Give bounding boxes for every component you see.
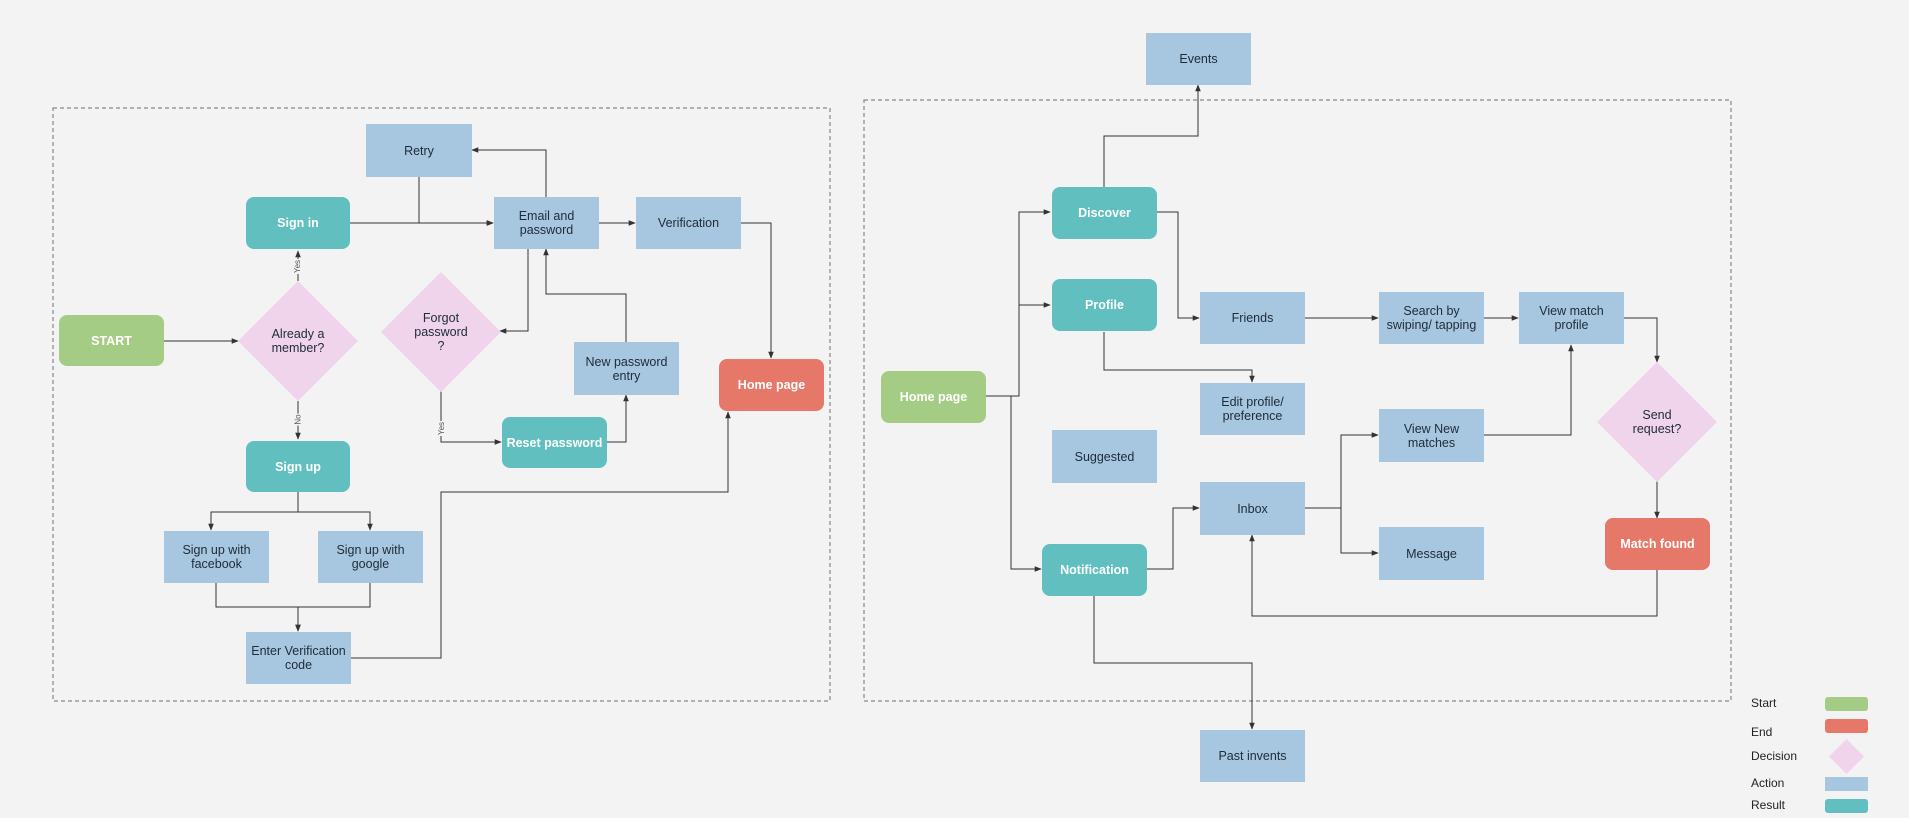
legend-decision-label: Decision <box>1751 749 1798 763</box>
legend-end-label: End <box>1751 725 1773 739</box>
edit-profile-node[interactable]: Edit profile/ preference <box>1200 383 1305 435</box>
login-flow-boundary <box>52 107 831 702</box>
new-password-entry-node[interactable]: New password entry <box>574 342 679 395</box>
legend-end-swatch <box>1825 719 1868 733</box>
notification-node[interactable]: Notification <box>1042 544 1147 596</box>
edge-matchfound-to-inbox <box>1249 534 1658 617</box>
edge-discover-to-events <box>1103 84 1201 188</box>
legend-action-swatch <box>1825 777 1868 791</box>
past-events-node[interactable]: Past invents <box>1200 730 1305 782</box>
inbox-node[interactable]: Inbox <box>1200 482 1305 535</box>
search-swiping-node[interactable]: Search by swiping/ tapping <box>1379 292 1484 344</box>
legend-action-label: Action <box>1751 776 1785 790</box>
decision-label: Forgot password ? <box>414 311 468 353</box>
profile-node[interactable]: Profile <box>1052 279 1157 331</box>
retry-node[interactable]: Retry <box>366 124 472 177</box>
edge-newpwd-to-email <box>543 248 627 342</box>
forgot-password-decision[interactable]: Forgot password ? <box>381 272 501 392</box>
discover-node[interactable]: Discover <box>1052 187 1157 239</box>
message-node[interactable]: Message <box>1379 527 1484 580</box>
edge-google-to-code <box>295 583 371 632</box>
decision-label: Already a member? <box>271 327 325 355</box>
edge-facebook-to-code <box>215 583 301 632</box>
edge-retry-to-email <box>418 177 494 226</box>
legend-start-label: Start <box>1751 696 1777 710</box>
send-request-decision[interactable]: Send request? <box>1597 362 1717 482</box>
edge-reset-to-newpwd <box>607 394 629 443</box>
start-node[interactable]: START <box>59 315 164 366</box>
legend-result-label: Result <box>1751 798 1786 812</box>
edge-home-to-discover <box>985 209 1051 397</box>
sign-up-node[interactable]: Sign up <box>246 441 350 492</box>
edge-label-yes-forgot: Yes <box>437 420 447 437</box>
edge-forgot-to-reset <box>440 381 502 445</box>
suggested-node[interactable]: Suggested <box>1052 430 1157 483</box>
already-member-decision[interactable]: Already a member? <box>238 281 358 401</box>
legend-start-swatch <box>1825 697 1868 711</box>
edge-signup-to-facebook <box>208 492 299 531</box>
reset-password-node[interactable]: Reset password <box>502 417 607 468</box>
edge-email-to-forgot <box>499 249 529 334</box>
edge-home-to-profile <box>985 302 1051 397</box>
edge-viewmatch-to-send <box>1623 317 1660 363</box>
edge-email-to-retry <box>471 147 547 197</box>
edge-inbox-to-newmatches <box>1304 432 1379 509</box>
enter-verification-code-node[interactable]: Enter Verification code <box>246 632 351 684</box>
edge-label-no: No <box>293 413 303 426</box>
edge-profile-to-edit <box>1103 332 1255 383</box>
edge-newmatches-to-viewmatch <box>1484 344 1574 436</box>
friends-node[interactable]: Friends <box>1200 292 1305 344</box>
edge-verification-to-home <box>741 222 774 359</box>
email-password-node[interactable]: Email and password <box>494 197 599 249</box>
match-found-node[interactable]: Match found <box>1605 518 1710 570</box>
view-new-matches-node[interactable]: View New matches <box>1379 409 1484 462</box>
app-flow-boundary <box>863 99 1732 702</box>
verification-node[interactable]: Verification <box>636 197 741 249</box>
sign-in-node[interactable]: Sign in <box>246 197 350 249</box>
sign-up-google-node[interactable]: Sign up with google <box>318 531 423 583</box>
home-page-start-node[interactable]: Home page <box>881 371 986 423</box>
edge-notification-to-inbox <box>1146 505 1200 570</box>
decision-label: Send request? <box>1632 408 1682 436</box>
sign-up-facebook-node[interactable]: Sign up with facebook <box>164 531 269 583</box>
edge-discover-to-friends <box>1157 211 1200 321</box>
edge-label-yes: Yes <box>293 258 303 275</box>
edge-notification-to-past <box>1093 596 1255 730</box>
edge-home-to-notification <box>985 395 1042 572</box>
view-match-profile-node[interactable]: View match profile <box>1519 292 1624 344</box>
edge-signup-to-google <box>297 492 373 531</box>
events-node[interactable]: Events <box>1146 33 1251 85</box>
home-page-end-node[interactable]: Home page <box>719 359 824 411</box>
legend-result-swatch <box>1825 799 1868 813</box>
edge-inbox-to-message <box>1304 507 1379 556</box>
edge-code-to-home <box>350 411 731 659</box>
